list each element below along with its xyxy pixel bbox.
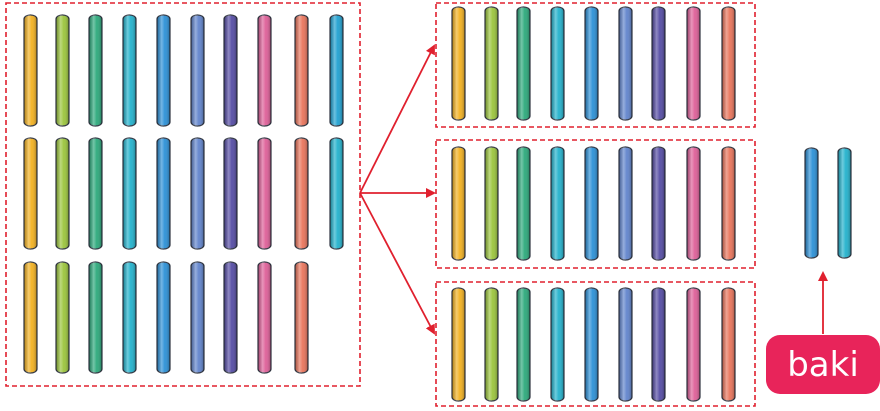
chalk-stick: [190, 14, 205, 127]
chalk-stick: [451, 6, 466, 121]
chalk-stick: [122, 14, 137, 127]
right-group-box-1: [435, 2, 756, 128]
chalk-stick: [55, 14, 70, 127]
chalk-stick: [122, 137, 137, 250]
chalk-stick: [651, 6, 666, 121]
chalk-stick: [23, 14, 38, 127]
chalk-stick: [516, 287, 531, 402]
chalk-stick: [294, 261, 309, 374]
chalk-stick: [584, 146, 599, 261]
chalk-stick: [223, 261, 238, 374]
chalk-stick: [451, 287, 466, 402]
chalk-stick: [618, 287, 633, 402]
chalk-stick: [618, 6, 633, 121]
chalk-stick: [484, 146, 499, 261]
chalk-stick: [55, 137, 70, 250]
chalk-stick: [516, 146, 531, 261]
chalk-stick: [55, 261, 70, 374]
chalk-stick: [550, 287, 565, 402]
chalk-stick: [294, 137, 309, 250]
chalk-stick: [88, 14, 103, 127]
remainder-label-box: baki: [766, 335, 880, 394]
chalk-stick: [223, 14, 238, 127]
chalk-stick: [156, 14, 171, 127]
chalk-stick: [122, 261, 137, 374]
sticks-layer: [23, 6, 852, 402]
chalk-stick: [88, 137, 103, 250]
chalk-stick: [257, 261, 272, 374]
chalk-stick: [651, 287, 666, 402]
chalk-stick: [484, 6, 499, 121]
chalk-stick: [223, 137, 238, 250]
chalk-stick: [257, 14, 272, 127]
chalk-stick: [721, 6, 736, 121]
remainder-chalk-stick: [804, 147, 819, 259]
chalk-stick: [23, 137, 38, 250]
remainder-chalk-stick: [837, 147, 852, 259]
chalk-stick: [618, 146, 633, 261]
arrow-to-group-3: [359, 192, 435, 335]
chalk-stick: [651, 146, 666, 261]
chalk-stick: [88, 261, 103, 374]
chalk-stick: [329, 137, 344, 250]
chalk-stick: [550, 146, 565, 261]
chalk-stick: [686, 6, 701, 121]
chalk-stick: [721, 146, 736, 261]
chalk-stick: [23, 261, 38, 374]
chalk-stick: [721, 287, 736, 402]
chalk-stick: [329, 14, 344, 127]
chalk-stick: [686, 146, 701, 261]
chalk-stick: [686, 287, 701, 402]
chalk-stick: [190, 137, 205, 250]
chalk-stick: [156, 261, 171, 374]
chalk-stick: [484, 287, 499, 402]
chalk-stick: [257, 137, 272, 250]
right-group-box-3: [435, 281, 756, 407]
arrow-to-group-1: [359, 44, 435, 194]
chalk-stick: [584, 287, 599, 402]
chalk-stick: [584, 6, 599, 121]
chalk-stick: [156, 137, 171, 250]
chalk-stick: [516, 6, 531, 121]
chalk-stick: [294, 14, 309, 127]
chalk-stick: [451, 146, 466, 261]
chalk-stick: [190, 261, 205, 374]
chalk-stick: [550, 6, 565, 121]
remainder-label: baki: [787, 344, 859, 385]
